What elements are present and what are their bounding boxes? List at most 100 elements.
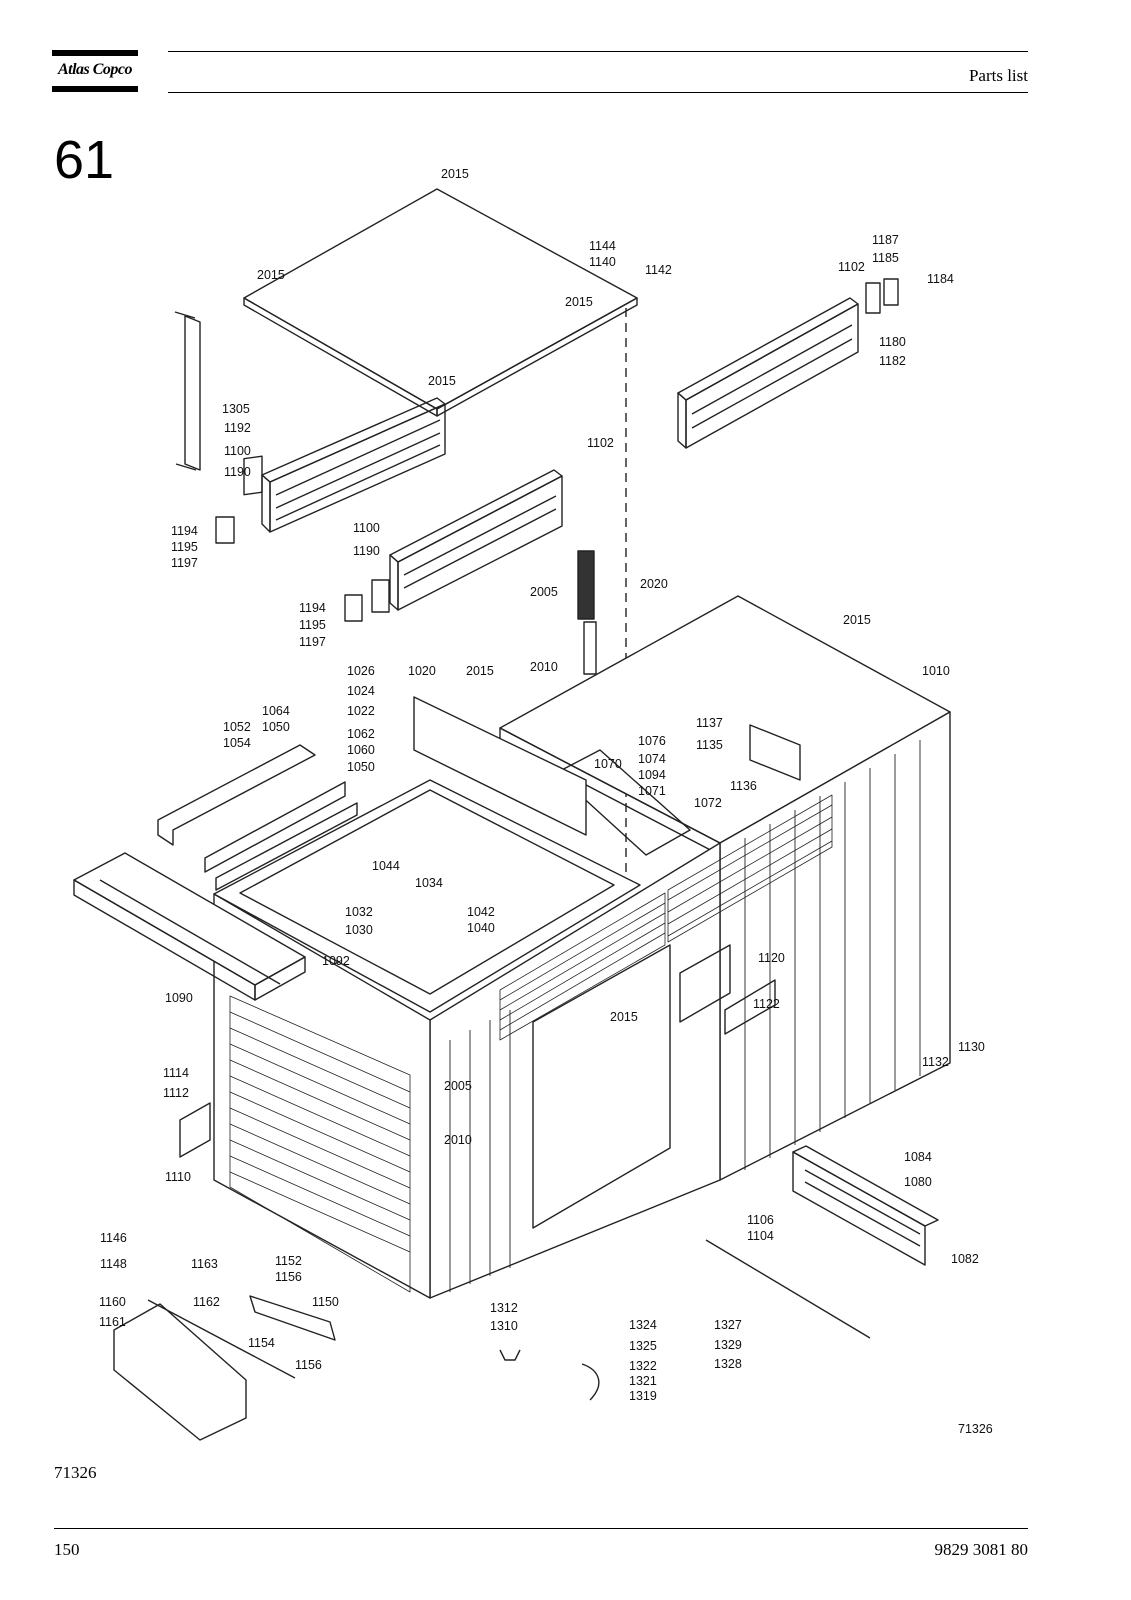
callout-labels: 2015201511441140114220152015130511921100… [99, 167, 993, 1436]
part-callout: 1156 [295, 1358, 322, 1372]
part-callout: 1187 [872, 233, 899, 247]
part-callout: 1144 [589, 239, 616, 253]
part-callout: 2015 [257, 268, 285, 282]
part-callout: 1022 [347, 704, 375, 718]
decal-2010-upper [583, 621, 597, 675]
part-callout: 1197 [171, 556, 198, 570]
beam-1100-middle [389, 469, 563, 611]
part-callout: 1094 [638, 768, 666, 782]
part-callout: 1102 [587, 436, 614, 450]
part-callout: 1185 [872, 251, 899, 265]
part-callout: 1325 [629, 1339, 657, 1353]
part-callout: 1327 [714, 1318, 742, 1332]
window-1120 [679, 944, 731, 1023]
part-callout: 1130 [958, 1040, 985, 1054]
roller-door [229, 995, 411, 1293]
rail-1050-lower [215, 802, 358, 891]
part-callout: 1197 [299, 635, 326, 649]
part-callout: 1194 [299, 601, 326, 615]
part-callout: 1132 [922, 1055, 949, 1069]
part-callout: 1070 [594, 757, 622, 771]
part-callout: 1142 [645, 263, 672, 277]
part-callout: 1092 [322, 954, 350, 968]
part-callout: 1135 [696, 738, 723, 752]
part-callout: 2005 [444, 1079, 472, 1093]
part-callout: 1150 [312, 1295, 339, 1309]
part-callout: 1328 [714, 1357, 742, 1371]
part-callout: 1044 [372, 859, 400, 873]
figure-code: 71326 [54, 1463, 97, 1482]
panel-1136 [749, 724, 801, 781]
document-number: 9829 3081 80 [934, 1540, 1029, 1559]
part-callout: 2015 [428, 374, 456, 388]
part-callout: 1084 [904, 1150, 932, 1164]
part-callout: 1122 [753, 997, 780, 1011]
part-callout: 1305 [222, 402, 250, 416]
footer-rule [54, 1528, 1028, 1529]
part-callout: 1148 [100, 1257, 127, 1271]
part-callout: 1064 [262, 704, 290, 718]
part-callout: 1120 [758, 951, 785, 965]
part-callout: 1162 [193, 1295, 220, 1309]
front-face-ribs [449, 1010, 511, 1292]
part-callout: 1190 [353, 544, 380, 558]
part-callout: 1319 [629, 1389, 657, 1403]
part-callout: 1160 [99, 1295, 126, 1309]
part-callout: 1032 [345, 905, 373, 919]
part-callout: 71326 [958, 1422, 993, 1436]
part-callout: 1310 [490, 1319, 518, 1333]
part-callout: 2020 [640, 577, 668, 591]
beam-1100-upper [261, 397, 446, 533]
side-inlet-1080 [792, 1145, 939, 1266]
atlas-copco-logo: Atlas Copco [52, 50, 138, 92]
service-door [532, 944, 671, 1229]
part-callout: 1080 [904, 1175, 932, 1189]
part-callout: 1034 [415, 876, 443, 890]
part-callout: 1329 [714, 1338, 742, 1352]
right-face-ribs [744, 740, 921, 1170]
louvre-band [499, 794, 833, 1041]
header-rule-bottom [168, 92, 1028, 93]
part-callout: 1146 [100, 1231, 127, 1245]
part-callout: 2010 [444, 1133, 472, 1147]
part-callout: 1182 [879, 354, 906, 368]
cable-1321 [581, 1363, 600, 1401]
part-callout: 1074 [638, 752, 666, 766]
bracket-1110 [179, 1102, 211, 1158]
hinge-1194-upper [215, 516, 235, 544]
header-rule-top [168, 51, 1028, 52]
part-callout: 1026 [347, 664, 375, 678]
part-callout: 1163 [191, 1257, 218, 1271]
part-callout: 1024 [347, 684, 375, 698]
part-callout: 2010 [530, 660, 558, 674]
bracket-1190-upper [243, 455, 263, 496]
part-callout: 1050 [262, 720, 290, 734]
part-callout: 1192 [224, 421, 251, 435]
logo-top-bar [52, 50, 138, 56]
header-title: Parts list [968, 66, 1028, 85]
part-callout: 1054 [223, 736, 251, 750]
part-callout: 1137 [696, 716, 723, 730]
part-callout: 1312 [490, 1301, 518, 1315]
panel-1020 [413, 696, 587, 836]
part-callout: 1076 [638, 734, 666, 748]
part-callout: 1010 [922, 664, 950, 678]
rail-1060 [204, 781, 346, 873]
part-callout: 2015 [565, 295, 593, 309]
part-callout: 1090 [165, 991, 193, 1005]
logo-bottom-bar [52, 86, 138, 92]
part-callout: 1112 [163, 1086, 189, 1100]
bracket-1310 [499, 1349, 521, 1361]
section-number: 61 [54, 130, 115, 190]
part-callout: 1072 [694, 796, 722, 810]
bottom-cover-1161 [113, 1303, 247, 1441]
part-callout: 1161 [99, 1315, 126, 1329]
part-callout: 1324 [629, 1318, 657, 1332]
part-callout: 2015 [441, 167, 469, 181]
part-callout: 1042 [467, 905, 495, 919]
part-callout: 1194 [171, 524, 198, 538]
part-callout: 1100 [224, 444, 251, 458]
part-callout: 1102 [838, 260, 865, 274]
fan-grille-1070 [555, 749, 691, 856]
beam-right [677, 297, 859, 449]
